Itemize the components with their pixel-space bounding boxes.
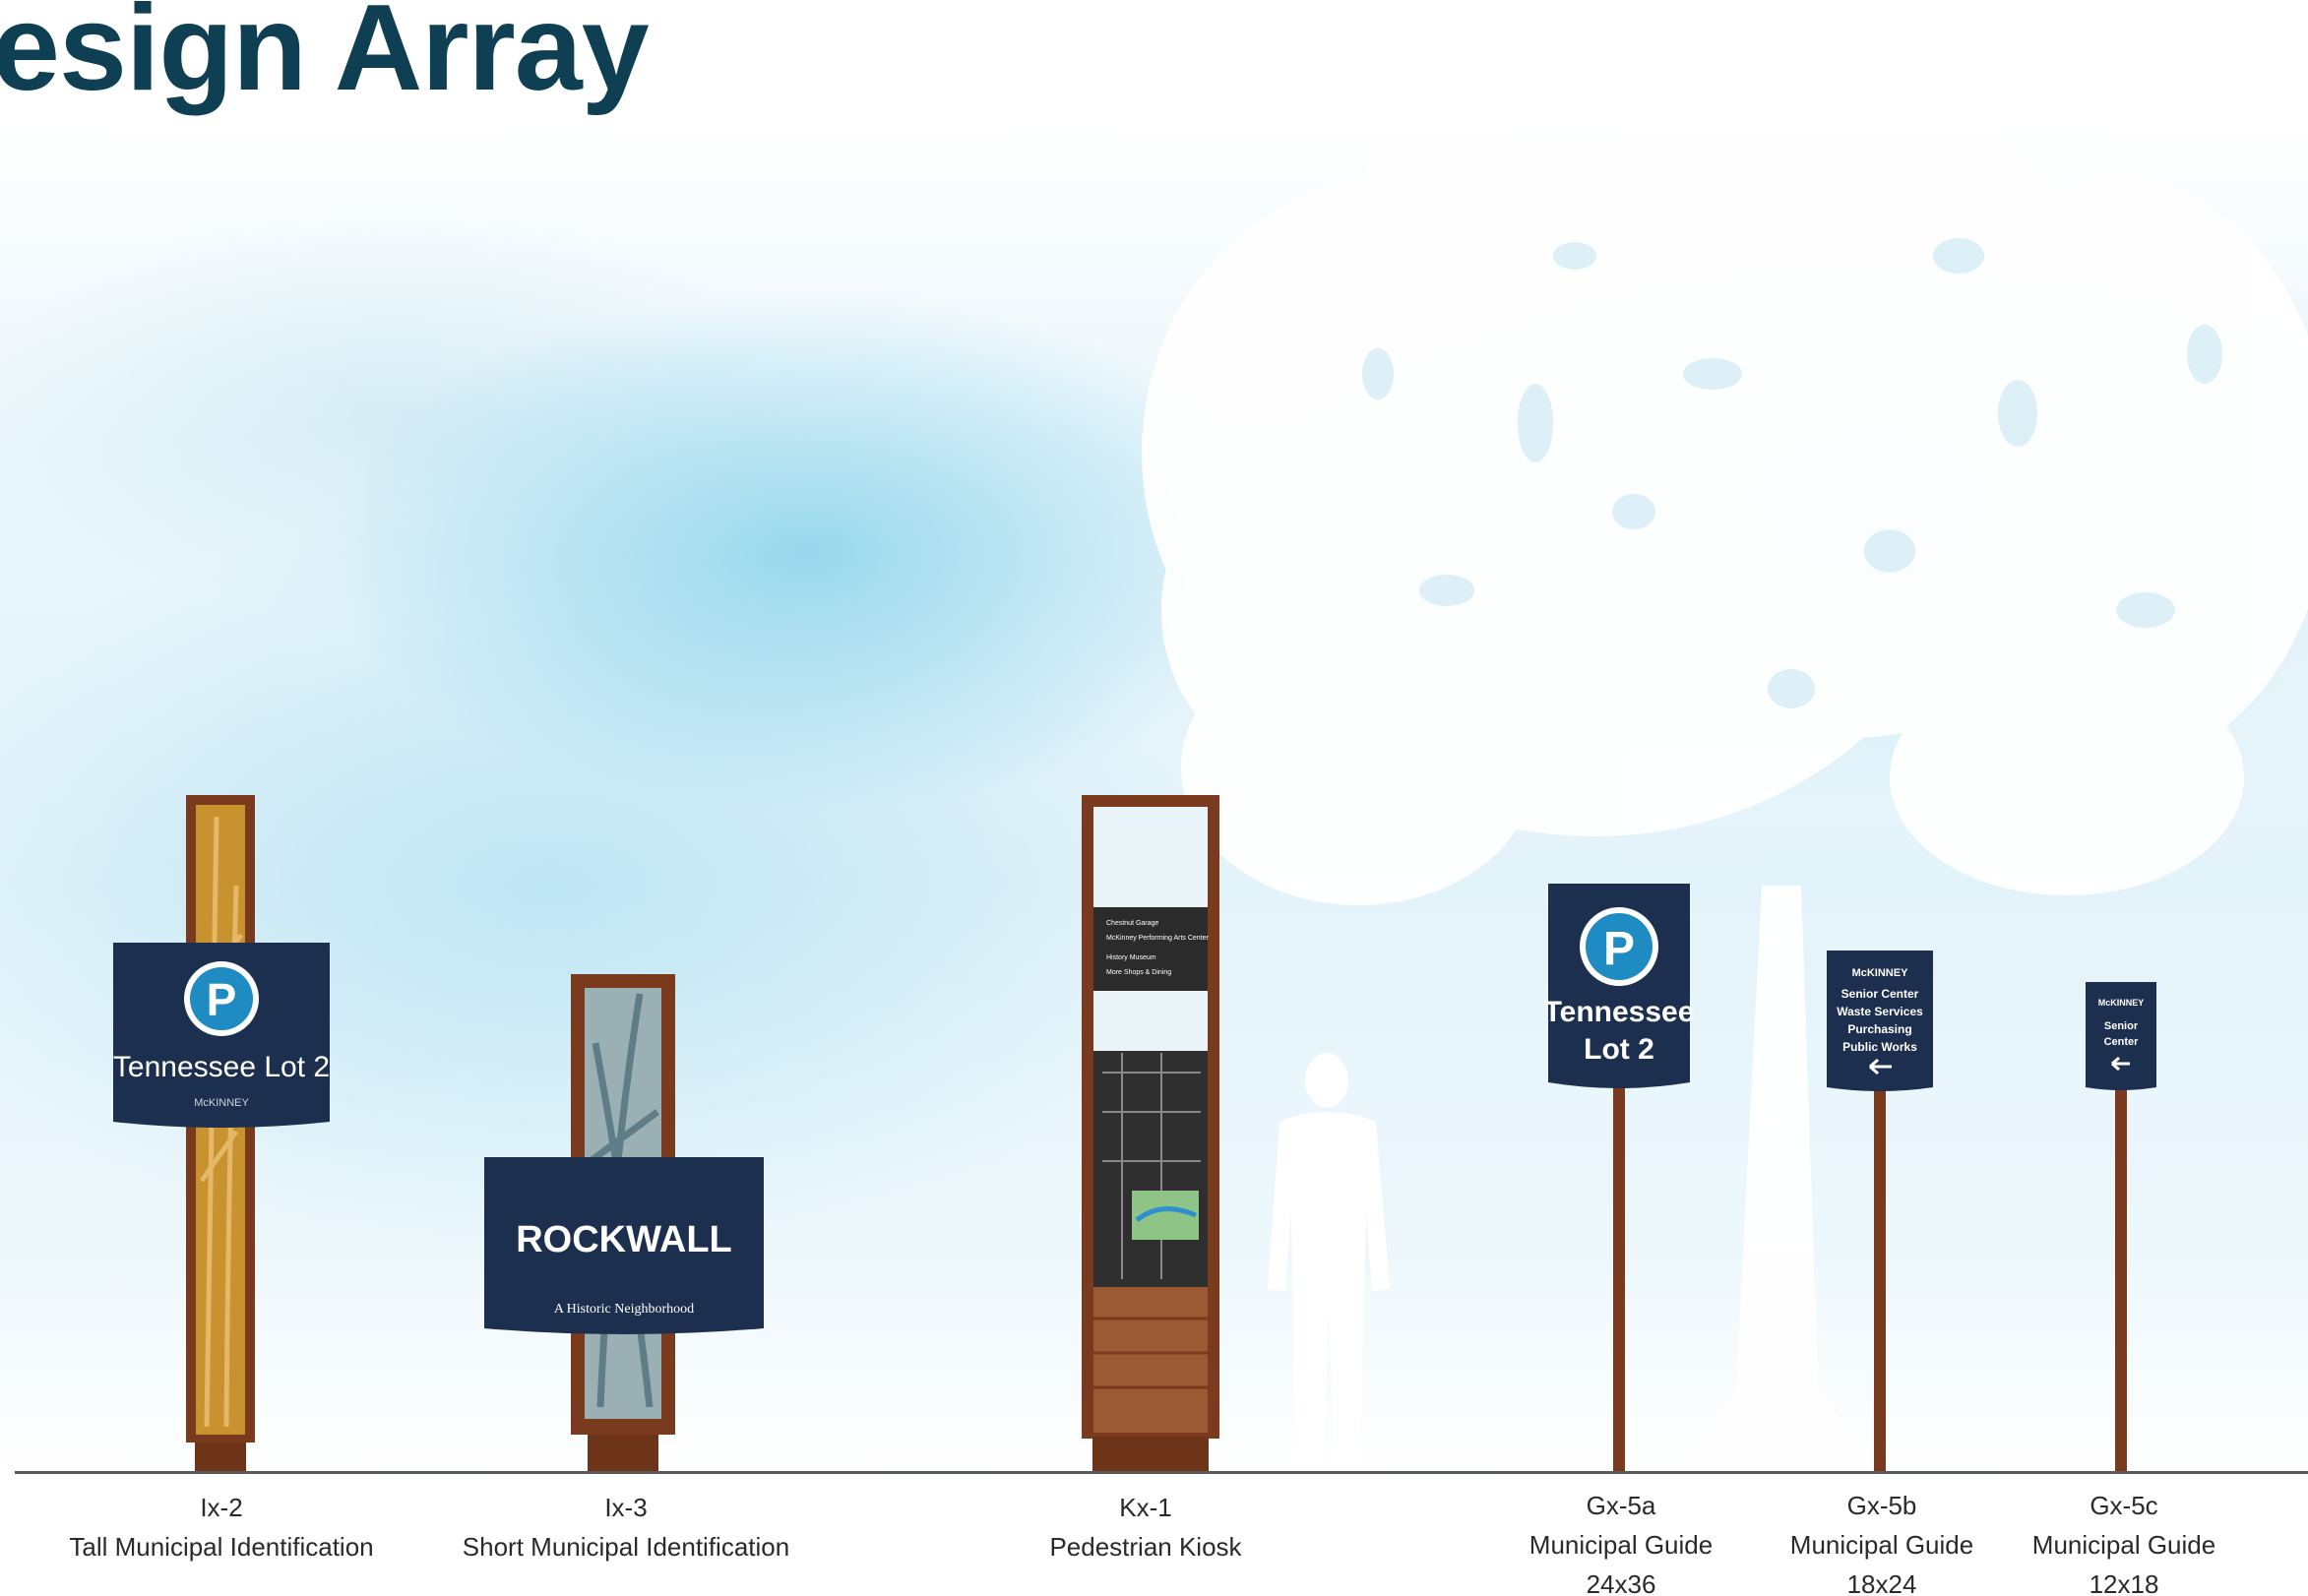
sign-panel-text: Purchasing: [1847, 1022, 1911, 1036]
sign-code: Ix-3: [604, 1493, 648, 1522]
sign-gx-5c: McKINNEY Senior Center: [2086, 982, 2156, 1472]
sign-description: Short Municipal Identification: [462, 1532, 790, 1562]
sign-label-gx-5b: Gx-5b Municipal Guide 18x24: [1790, 1486, 1973, 1596]
sign-description: Municipal Guide: [1789, 1530, 1974, 1560]
sign-panel-small: A Historic Neighborhood: [554, 1302, 694, 1317]
sign-panel-text: Senior: [2104, 1020, 2139, 1032]
sign-size: 12x18: [2089, 1569, 2159, 1596]
sign-code: Ix-2: [200, 1493, 243, 1522]
sign-size: 24x36: [1586, 1569, 1656, 1596]
kiosk-item: McKinney Performing Arts Center: [1106, 935, 1210, 942]
sign-label-kx-1: Kx-1 Pedestrian Kiosk: [1049, 1488, 1241, 1566]
sign-panel-text: Center: [2104, 1036, 2140, 1048]
sign-description: Tall Municipal Identification: [69, 1532, 374, 1562]
sign-panel-header: McKINNEY: [1852, 967, 1909, 979]
sign-panel-text: Tennessee Lot 2: [113, 1051, 330, 1083]
sign-code: Gx-5a: [1586, 1491, 1656, 1520]
sign-code: Gx-5c: [2090, 1491, 2158, 1520]
sign-code: Gx-5b: [1846, 1491, 1917, 1520]
arrow-left-icon: [2111, 1056, 2130, 1072]
sign-panel-text: ROCKWALL: [516, 1219, 732, 1260]
arrow-left-icon: [1869, 1058, 1892, 1075]
sign-gx-5b: McKINNEY Senior Center Waste Services Pu…: [1827, 951, 1933, 1472]
parking-icon: P: [1603, 923, 1635, 975]
sign-label-ix-3: Ix-3 Short Municipal Identification: [463, 1488, 789, 1566]
sign-panel-text: Senior Center: [1841, 987, 1919, 1001]
sign-label-gx-5c: Gx-5c Municipal Guide 12x18: [2032, 1486, 2215, 1596]
sign-kx-1: Chestnut Garage McKinney Performing Arts…: [1082, 795, 1219, 1472]
sign-gx-5a: P Tennessee Lot 2: [1544, 884, 1695, 1472]
sign-description: Municipal Guide: [2031, 1530, 2216, 1560]
sign-description: Pedestrian Kiosk: [1049, 1532, 1242, 1562]
ground-line: [15, 1471, 2308, 1474]
sign-ix-2: P Tennessee Lot 2 McKINNEY: [113, 795, 330, 1472]
sign-panel-text: Public Works: [1842, 1040, 1917, 1054]
sign-code: Kx-1: [1119, 1493, 1172, 1522]
sign-panel-header: McKINNEY: [2098, 998, 2145, 1008]
kiosk-item: History Museum: [1106, 954, 1156, 961]
kiosk-item: Chestnut Garage: [1106, 920, 1158, 927]
kiosk-map: [1093, 1051, 1208, 1287]
sign-label-ix-2: Ix-2 Tall Municipal Identification: [69, 1488, 373, 1566]
sign-panel-text: Lot 2: [1584, 1033, 1654, 1066]
sign-label-gx-5a: Gx-5a Municipal Guide 24x36: [1529, 1486, 1713, 1596]
sign-panel-text: Waste Services: [1837, 1005, 1923, 1018]
parking-icon: P: [207, 974, 237, 1025]
human-silhouette: [1268, 1053, 1390, 1471]
sign-description: Municipal Guide: [1528, 1530, 1714, 1560]
page-title: esign Array: [0, 0, 650, 116]
sign-ix-3: ROCKWALL A Historic Neighborhood: [484, 974, 764, 1472]
kiosk-item: More Shops & Dining: [1106, 969, 1171, 976]
sign-panel-text: Tennessee: [1544, 996, 1695, 1028]
sign-size: 18x24: [1846, 1569, 1917, 1596]
sign-panel-small: McKINNEY: [194, 1097, 249, 1109]
